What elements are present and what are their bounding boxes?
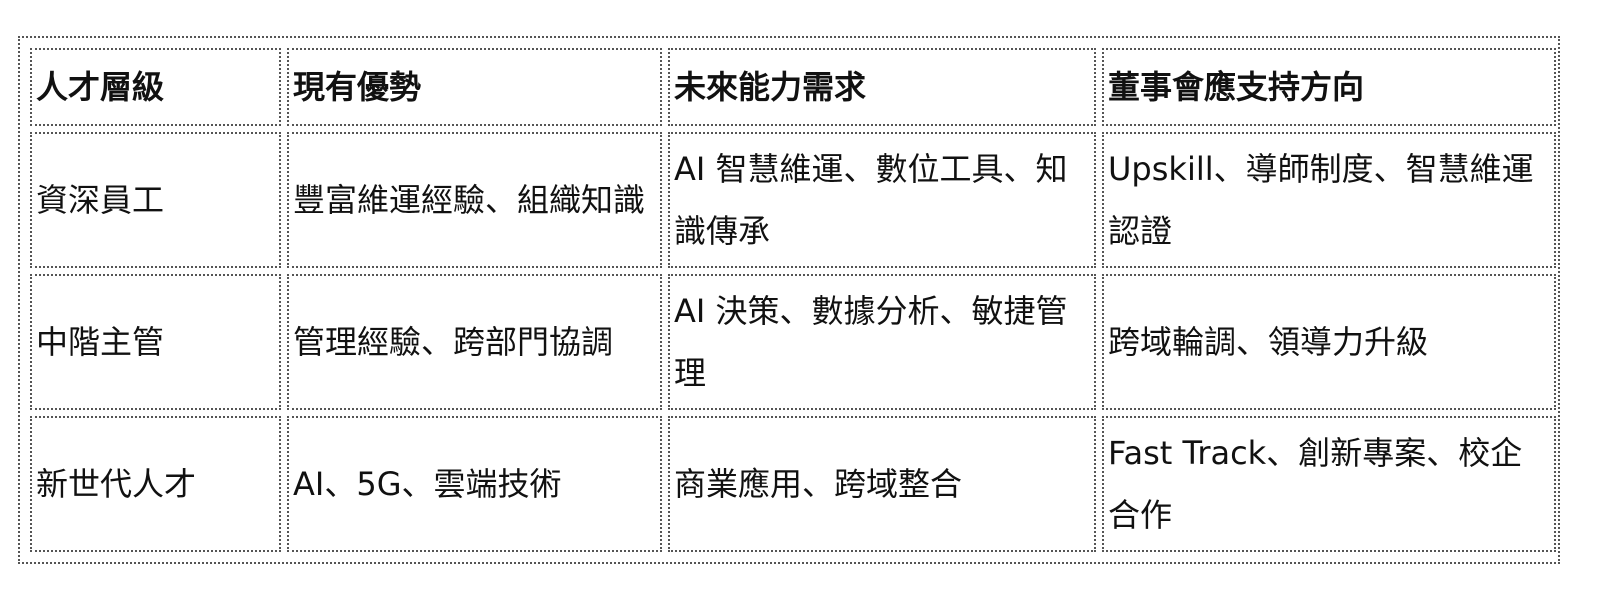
talent-development-table: 人才層級 現有優勢 未來能力需求 董事會應支持方向 資深員工 豐富維運經驗、組織… — [24, 42, 1562, 558]
cell-current-strengths: AI、5G、雲端技術 — [287, 416, 662, 552]
table-header-row: 人才層級 現有優勢 未來能力需求 董事會應支持方向 — [30, 48, 1556, 126]
cell-future-capability-needs: 商業應用、跨域整合 — [668, 416, 1096, 552]
table-row: 新世代人才 AI、5G、雲端技術 商業應用、跨域整合 Fast Track、創新… — [30, 416, 1556, 552]
cell-current-strengths: 管理經驗、跨部門協調 — [287, 274, 662, 410]
header-board-support-direction: 董事會應支持方向 — [1102, 48, 1556, 126]
cell-board-support-direction: 跨域輪調、領導力升級 — [1102, 274, 1556, 410]
cell-board-support-direction: Upskill、導師制度、智慧維運認證 — [1102, 132, 1556, 268]
header-current-strengths: 現有優勢 — [287, 48, 662, 126]
header-future-capability-needs: 未來能力需求 — [668, 48, 1096, 126]
cell-talent-level: 資深員工 — [30, 132, 281, 268]
table-row: 中階主管 管理經驗、跨部門協調 AI 決策、數據分析、敏捷管理 跨域輪調、領導力… — [30, 274, 1556, 410]
talent-table-container: 人才層級 現有優勢 未來能力需求 董事會應支持方向 資深員工 豐富維運經驗、組織… — [18, 36, 1560, 564]
cell-future-capability-needs: AI 智慧維運、數位工具、知識傳承 — [668, 132, 1096, 268]
cell-future-capability-needs: AI 決策、數據分析、敏捷管理 — [668, 274, 1096, 410]
cell-current-strengths: 豐富維運經驗、組織知識 — [287, 132, 662, 268]
cell-talent-level: 新世代人才 — [30, 416, 281, 552]
table-row: 資深員工 豐富維運經驗、組織知識 AI 智慧維運、數位工具、知識傳承 Upski… — [30, 132, 1556, 268]
header-talent-level: 人才層級 — [30, 48, 281, 126]
cell-board-support-direction: Fast Track、創新專案、校企合作 — [1102, 416, 1556, 552]
cell-talent-level: 中階主管 — [30, 274, 281, 410]
